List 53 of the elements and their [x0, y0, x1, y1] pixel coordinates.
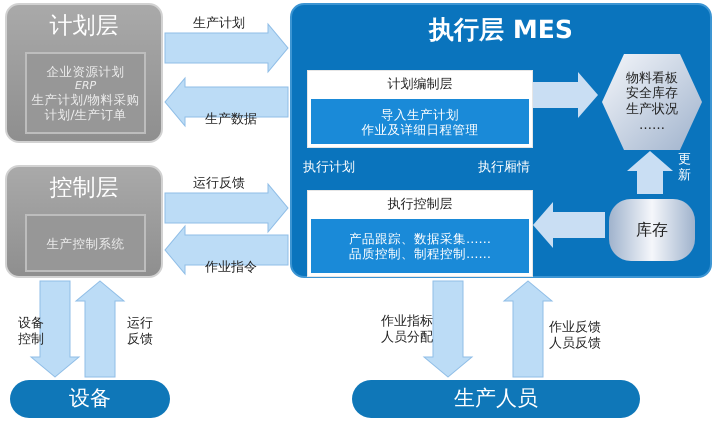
edge-label: 生产数据: [205, 112, 257, 128]
actor-pill: [352, 380, 640, 418]
system-text: 生产计划/物料采购计划/生产订单: [30, 92, 141, 122]
panel-title: 执行层 MES: [429, 15, 573, 45]
block-arrow: [422, 280, 474, 378]
block-arrow: [164, 182, 289, 234]
layer-title: 计划层: [50, 13, 118, 41]
layer-panel: [5, 165, 163, 278]
edge-label: 作业指标人员分配: [381, 314, 434, 346]
block-arrow: [533, 202, 605, 248]
actor-text: 生产人员: [454, 386, 538, 412]
block-arrow: [164, 76, 288, 128]
status-text: ……: [639, 118, 665, 134]
block-arrow: [627, 151, 673, 194]
inventory-tank: [609, 199, 695, 261]
layer-title: 控制层: [50, 175, 118, 203]
edge-label: 作业反馈人员反馈: [549, 320, 602, 352]
layer-card: [307, 190, 533, 277]
system-text: 生产控制系统: [46, 236, 126, 250]
edge-label: 设备控制: [18, 316, 45, 348]
block-arrow: [74, 280, 126, 378]
status-text: 安全库存: [626, 86, 678, 102]
inventory-text: 库存: [636, 220, 668, 240]
card-title: 计划编制层: [388, 77, 452, 93]
card-title: 执行控制层: [388, 197, 452, 213]
block-arrow: [164, 22, 289, 74]
actor-text: 设备: [69, 386, 111, 412]
card-text: 作业及详细日程管理: [360, 122, 480, 136]
edge-label: 运行反馈: [193, 176, 245, 192]
status-hexagon: [602, 54, 702, 150]
block-arrow: [164, 224, 288, 276]
block-arrow: [533, 72, 598, 118]
layer-panel: [5, 3, 163, 143]
card-text: 品质控制、制程控制……: [348, 246, 492, 261]
block-arrow: [502, 280, 554, 378]
layer-card: [307, 70, 533, 148]
flow-label: 执行厢情: [478, 160, 530, 176]
status-text: 物料看板: [626, 70, 678, 86]
edge-label: 运行反馈: [127, 316, 154, 348]
system-box: [25, 214, 146, 272]
system-box: [25, 52, 146, 134]
system-abbreviation: ERP: [74, 78, 98, 92]
status-text: 生产状况: [626, 102, 678, 118]
mes-panel: [290, 3, 712, 278]
card-text: 产品跟踪、数据采集……: [348, 231, 492, 246]
edge-label: 更新: [678, 152, 692, 184]
system-text: 企业资源计划: [46, 64, 126, 79]
edge-label: 生产计划: [193, 16, 245, 32]
edge-label: 作业指令: [205, 260, 257, 276]
actor-pill: [10, 380, 170, 418]
flow-label: 执行计划: [303, 160, 355, 176]
block-arrow: [30, 280, 80, 378]
card-text: 导入生产计划: [380, 106, 460, 122]
